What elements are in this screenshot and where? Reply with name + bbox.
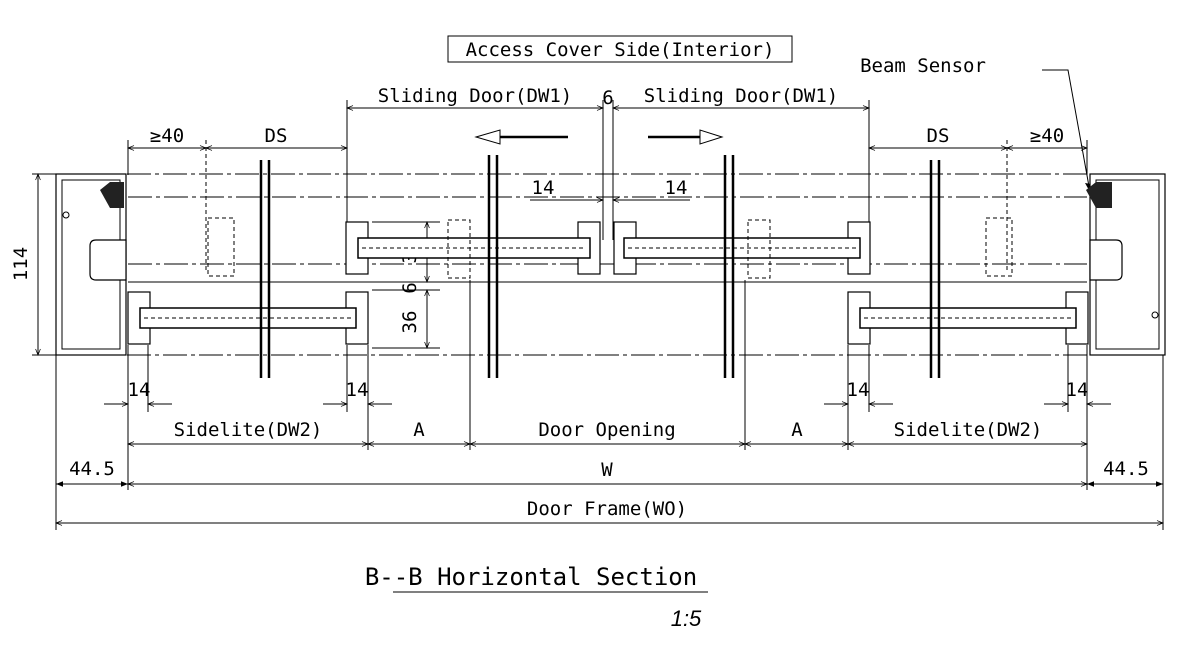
hidden-stop-left [207,217,235,277]
beam-sensor-left-icon [100,182,124,208]
a-right-label: A [791,419,803,441]
left-door-frame [55,173,127,356]
d36-bottom-label: 36 [399,311,421,334]
sidelite-left-label: Sidelite(DW2) [174,419,323,441]
ge40-left-label: ≥40 [150,125,184,147]
d14-b2-label: 14 [346,379,369,401]
gap-top-label: 6 [602,87,613,109]
sliding-door-right-panel [613,155,871,378]
scale-label: 1:5 [671,606,702,631]
section-title: B--B Horizontal Section [365,563,697,591]
ds-left-label: DS [265,125,288,147]
d14-b1-label: 14 [128,379,151,401]
access-cover-box [447,35,793,63]
sliding-door-left-panel [345,155,601,378]
d14-right-mid-label: 14 [665,177,688,199]
beam-sensor-label: Beam Sensor [860,55,986,77]
d114-label: 114 [10,247,32,281]
d6-mid-label: 6 [399,282,421,293]
d14-b4-label: 14 [1066,379,1089,401]
door-opening-label: Door Opening [538,419,675,441]
beam-sensor-leader [1042,69,1091,193]
right-door-frame [1086,173,1166,356]
sliding-door-left-label: Sliding Door(DW1) [378,85,572,107]
access-cover-label: Access Cover Side(Interior) [466,39,775,61]
sidelite-right-label: Sidelite(DW2) [894,419,1043,441]
sidelite-right-panel [847,160,1089,378]
d445-right-label: 44.5 [1103,458,1149,480]
beam-sensor-right-icon [1086,182,1112,208]
d14-left-mid-label: 14 [532,177,555,199]
move-arrow-right-head [699,129,724,145]
ds-right-label: DS [927,125,950,147]
door-frame-label: Door Frame(WO) [527,498,687,520]
sidelite-left-panel [127,160,369,378]
access-cover-label-group: Access Cover Side(Interior) [447,35,793,63]
hidden-stop-right [985,217,1013,277]
d14-b3-label: 14 [847,379,870,401]
w-label: W [601,459,613,481]
sliding-door-right-label: Sliding Door(DW1) [644,85,838,107]
move-arrow-left-head [474,129,501,145]
ge40-right-label: ≥40 [1030,125,1064,147]
a-left-label: A [413,419,425,441]
d445-left-label: 44.5 [69,458,115,480]
